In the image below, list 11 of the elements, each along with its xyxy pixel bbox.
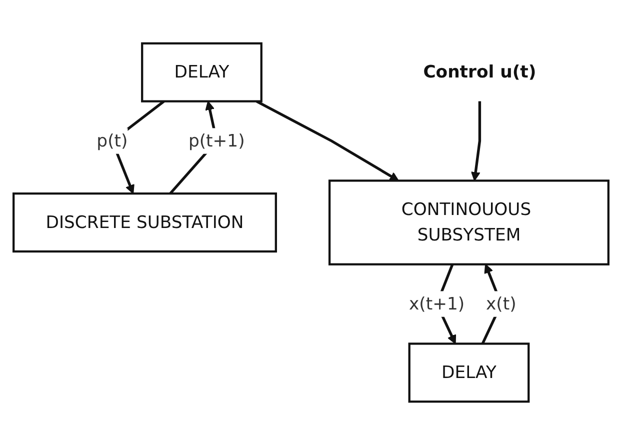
node-box: DISCRETE SUBSTATION [12, 192, 277, 253]
edge-label: p(t+1) [188, 130, 245, 151]
edge-label: p(t) [96, 130, 128, 151]
edge-label: x(t) [486, 293, 516, 314]
arrow [470, 101, 482, 182]
node-box: DELAY [408, 342, 530, 403]
node-box: DELAY [141, 42, 262, 102]
arrow [256, 100, 399, 182]
edge-label: x(t+1) [409, 293, 465, 314]
node-text: Control u(t) [423, 62, 536, 82]
node-box: CONTINOUOUS SUBSYSTEM [328, 180, 610, 266]
